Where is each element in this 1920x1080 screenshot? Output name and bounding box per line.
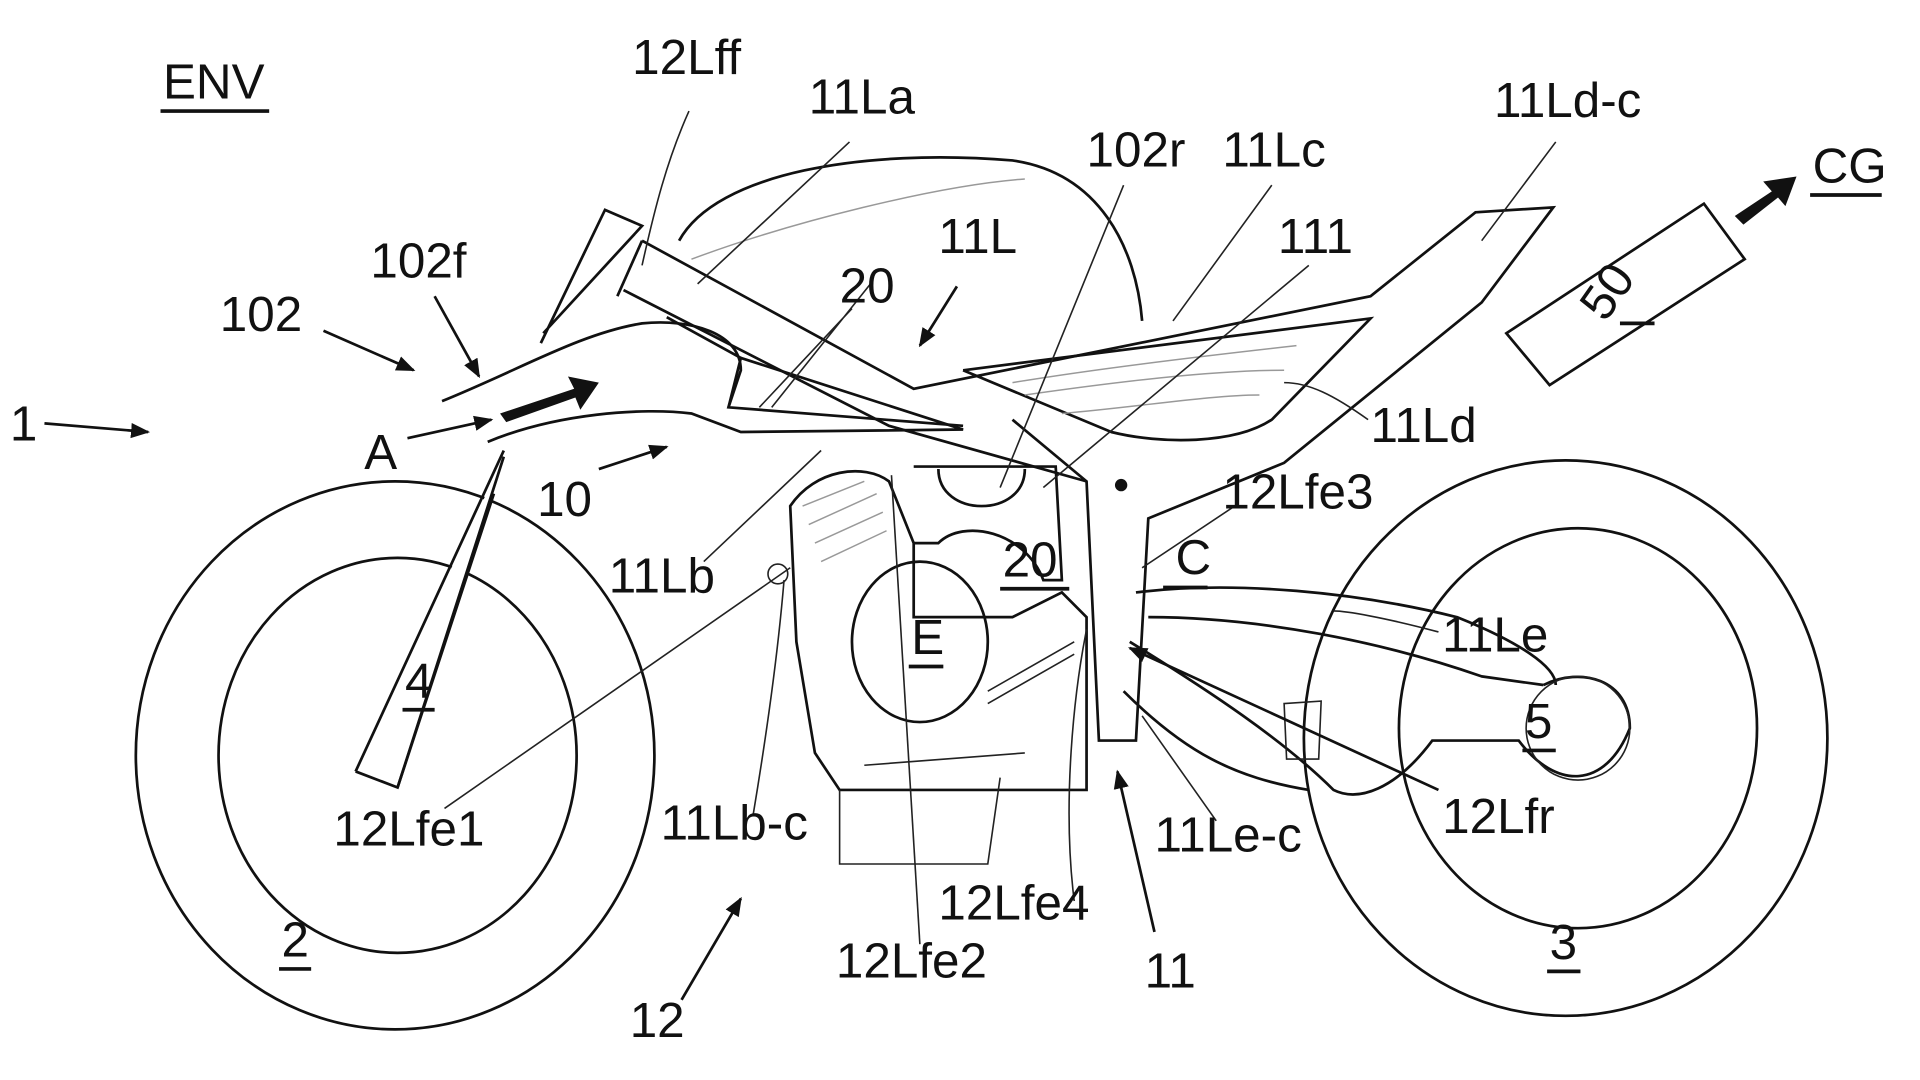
label-11La: 11La [809, 70, 916, 125]
controller-box-50 [1504, 201, 1747, 387]
label-50: 50 [1569, 253, 1646, 330]
label-11: 11 [1145, 943, 1196, 998]
label-111: 111 [1278, 209, 1353, 264]
air-duct [441, 316, 964, 444]
label-12Lfr: 12Lfr [1442, 789, 1555, 844]
label-20-engine: 20 [1003, 532, 1058, 587]
label-11Ld: 11Ld [1371, 398, 1477, 453]
label-12Lfe4: 12Lfe4 [938, 876, 1089, 931]
label-2: 2 [282, 913, 309, 968]
label-11Le: 11Le [1442, 608, 1548, 663]
label-12Lfe2: 12Lfe2 [836, 934, 987, 989]
label-3: 3 [1550, 915, 1577, 970]
label-1: 1 [10, 397, 37, 452]
label-5: 5 [1525, 694, 1552, 749]
engine [767, 465, 1128, 865]
label-a: A [364, 425, 397, 480]
airflow-arrow-icon [500, 376, 599, 423]
frame [616, 205, 1558, 742]
cg-arrow-icon [1734, 176, 1797, 225]
label-4: 4 [405, 653, 432, 708]
fuel-tank [677, 156, 1144, 322]
label-20-upper: 20 [840, 258, 895, 313]
label-10: 10 [537, 472, 592, 527]
label-11Lb: 11Lb [609, 548, 715, 603]
label-11L: 11L [938, 209, 1017, 264]
label-102: 102 [220, 287, 302, 342]
label-102f: 102f [370, 234, 466, 289]
leader-lines [44, 110, 1557, 1001]
label-102r: 102r [1087, 123, 1186, 178]
label-12Lfe1: 12Lfe1 [333, 801, 484, 856]
label-11Lc: 11Lc [1222, 123, 1325, 178]
reference-labels: ENV 12Lff 11La 102r 11Lc 11Ld-c CG 102f … [10, 30, 1887, 1048]
label-11Ld-c: 11Ld-c [1494, 73, 1641, 128]
label-cg: CG [1813, 139, 1887, 194]
label-e: E [911, 610, 944, 665]
label-11Lb-c: 11Lb-c [661, 795, 808, 850]
swingarm [1122, 640, 1632, 796]
label-12Lfe3: 12Lfe3 [1222, 465, 1373, 520]
label-12: 12 [630, 993, 685, 1048]
rear-wheel [1302, 459, 1829, 1018]
label-12Lff: 12Lff [632, 30, 741, 85]
label-11Le-c: 11Le-c [1154, 808, 1301, 863]
label-env: ENV [163, 55, 265, 110]
front-wheel [134, 480, 656, 1031]
label-c: C [1175, 530, 1211, 585]
